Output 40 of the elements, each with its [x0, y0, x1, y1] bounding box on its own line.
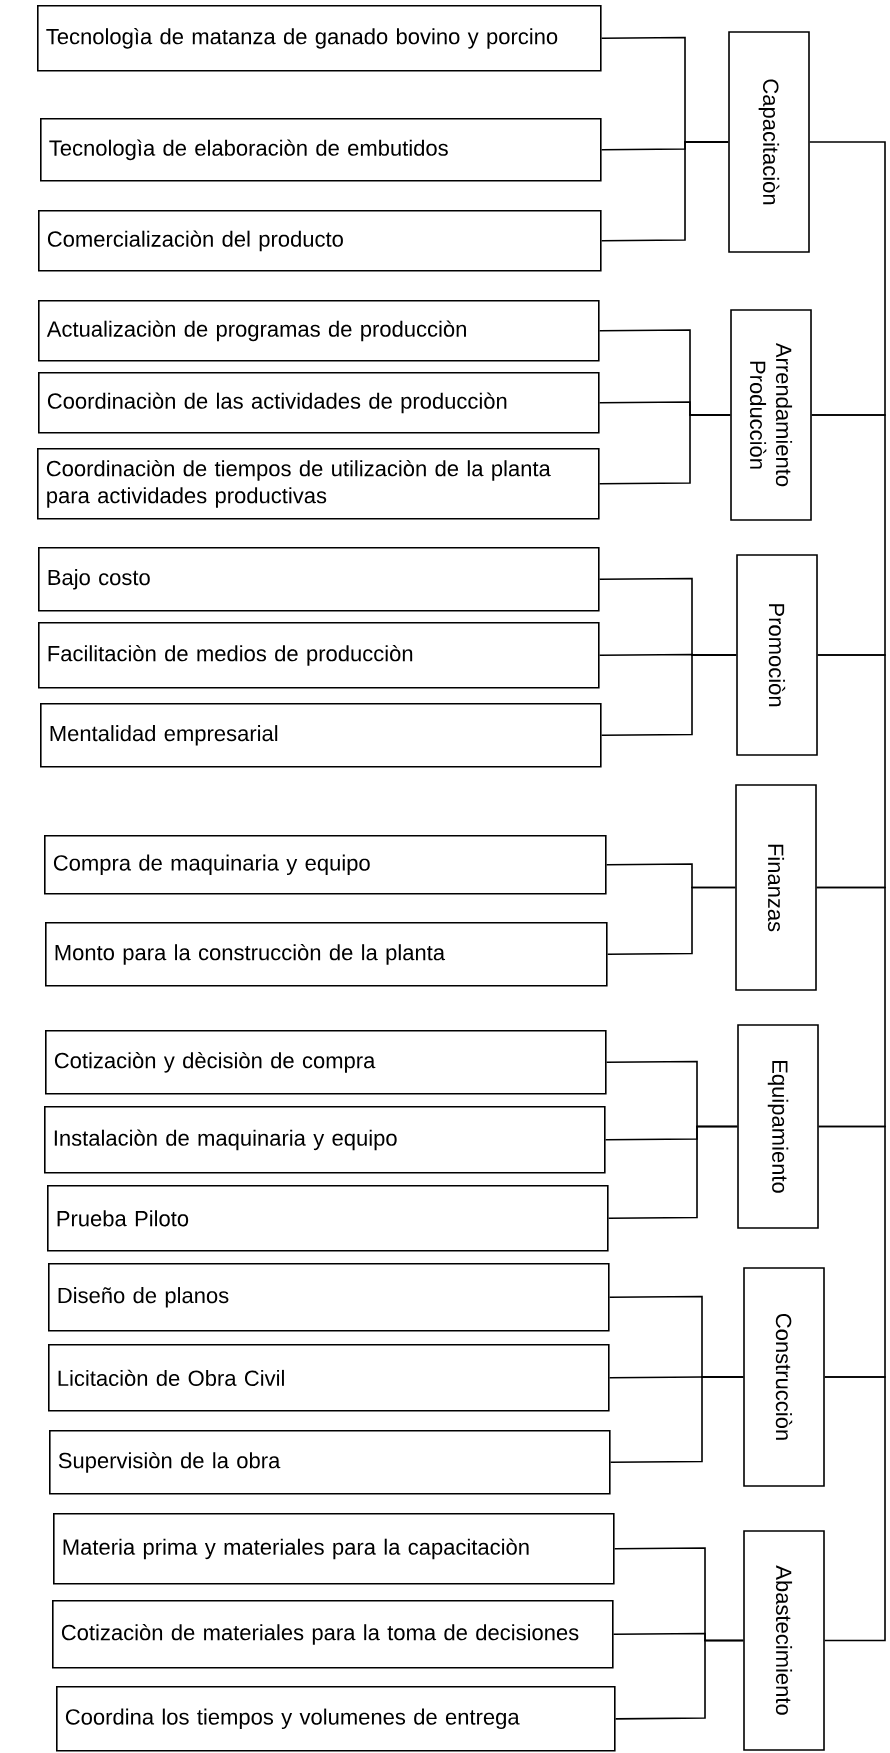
connector-line [609, 1376, 744, 1464]
connector-line [809, 141, 886, 416]
task-box: Comercializaciòn del producto [38, 210, 602, 272]
connector-line [600, 654, 737, 737]
category-box: Promociòn [736, 554, 818, 756]
task-box: Materia prima y materiales para la capacitaciòn [53, 1513, 615, 1585]
task-box: Actualizaciòn de programas de producciòn [38, 300, 600, 362]
category-box: Equipamiento [737, 1024, 819, 1229]
connector-line [600, 141, 729, 242]
connector-line [816, 886, 886, 1128]
task-box: Compra de maquinaria y equipo [44, 835, 607, 895]
task-box: Cotizaciòn de materiales para la toma de decisiones [52, 1600, 614, 1669]
task-box: Bajo costo [38, 547, 600, 612]
connector-line [598, 414, 731, 485]
task-box: Tecnologìa de matanza de ganado bovino y porcino [37, 5, 602, 72]
task-box: Diseño de planos [48, 1263, 610, 1332]
task-box: Mentalidad empresarial [40, 703, 602, 768]
task-box: Cotizaciòn y dècisiòn de compra [45, 1030, 607, 1095]
connector-line [606, 886, 736, 956]
connector-line [607, 1125, 738, 1220]
task-box: Supervisiòn de la obra [49, 1430, 611, 1495]
task-box: Prueba Piloto [47, 1185, 609, 1252]
task-box: Licitaciòn de Obra Civil [48, 1344, 610, 1412]
task-box: Tecnologìa de elaboraciòn de embutidos [40, 118, 602, 182]
category-box: Finanzas [735, 784, 817, 991]
task-box: Facilitaciòn de medios de producciòn [38, 622, 600, 689]
connector-line [818, 1125, 886, 1378]
task-box: Monto para la construcciòn de la planta [45, 922, 608, 987]
task-box: Instalaciòn de maquinaria y equipo [44, 1106, 606, 1174]
category-box: Capacitaciòn [728, 31, 810, 253]
category-box: Abastecimiento [743, 1530, 825, 1751]
category-box: Arrendamiento Producciòn [730, 309, 812, 521]
task-box: Coordina los tiempos y volumenes de entrega [56, 1686, 616, 1752]
connector-line [816, 654, 886, 889]
category-box: Construcciòn [743, 1267, 825, 1487]
connector-line [614, 1639, 744, 1720]
task-box: Coordinaciòn de las actividades de producciòn [38, 372, 600, 434]
task-box: Coordinaciòn de tiempos de utilizaciòn de la planta para actividades productivas [37, 448, 600, 520]
connector-line [824, 1376, 886, 1642]
connector-line [811, 414, 886, 656]
